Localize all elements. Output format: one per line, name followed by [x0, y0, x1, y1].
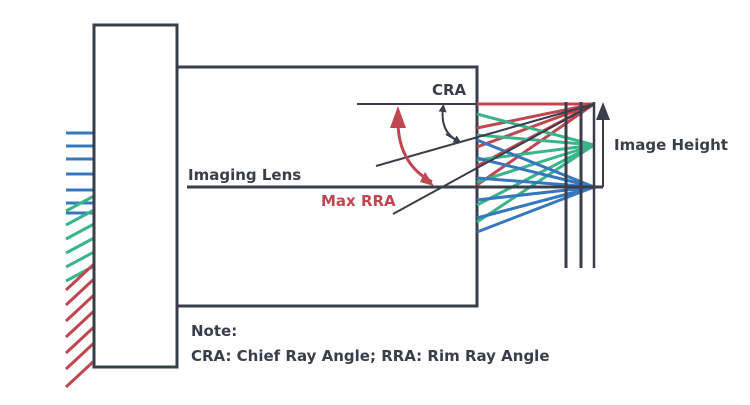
incoming-ray-green — [65, 250, 95, 269]
output-ray-blue — [476, 185, 595, 220]
incoming-ray-red — [64, 359, 96, 389]
image-height-label: Image Height — [614, 136, 728, 154]
front-lens-element — [92, 23, 179, 369]
max-rra-arrow-head-bottom — [420, 172, 434, 186]
incoming-ray-red — [64, 262, 96, 292]
incoming-ray-red — [64, 309, 96, 339]
imaging-lens-label: Imaging Lens — [188, 166, 301, 184]
incoming-ray-red — [64, 293, 96, 323]
chief-ray-line — [375, 103, 595, 167]
rim-ray-line — [392, 103, 595, 215]
output-ray-blue — [476, 185, 595, 202]
output-ray-blue — [476, 138, 595, 189]
note-title: Note: — [191, 322, 237, 340]
max-rra-label: Max RRA — [321, 192, 396, 210]
incoming-ray-green — [65, 194, 95, 213]
cra-angle-arc-end — [445, 133, 462, 144]
output-ray-green — [476, 143, 595, 207]
incoming-ray-red — [64, 277, 96, 307]
output-ray-red — [476, 102, 595, 149]
note-body: CRA: Chief Ray Angle; RRA: Rim Ray Angle — [191, 347, 550, 365]
max-rra-arrow-head-top — [390, 106, 406, 128]
incoming-rays-red — [64, 262, 96, 389]
output-rays — [476, 102, 595, 234]
image-height-arrow-head — [596, 102, 610, 120]
cra-label: CRA — [432, 81, 467, 99]
incoming-ray-green — [65, 222, 95, 241]
output-ray-green — [476, 112, 595, 147]
output-ray-red — [476, 102, 595, 187]
incoming-ray-red — [64, 325, 96, 355]
incoming-ray-green — [65, 236, 95, 255]
output-ray-blue — [476, 156, 595, 189]
incoming-ray-red — [64, 341, 96, 371]
incoming-ray-green — [65, 208, 95, 227]
output-ray-blue — [476, 185, 595, 234]
output-ray-red — [476, 102, 595, 130]
output-ray-green — [476, 133, 595, 147]
incoming-rays-blue — [66, 131, 94, 215]
